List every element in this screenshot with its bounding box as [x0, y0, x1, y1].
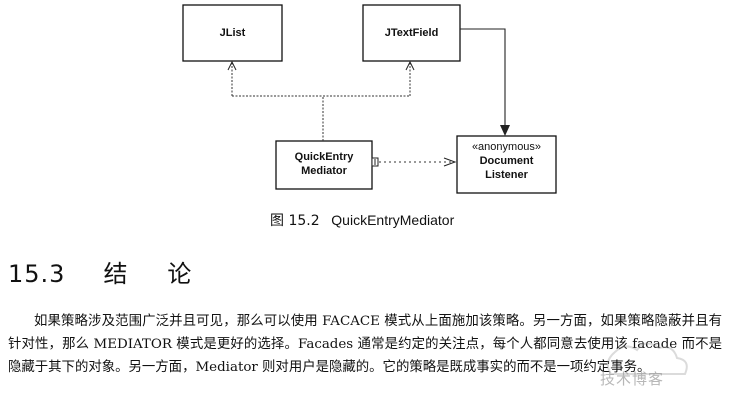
jtextfield-class-box — [362, 4, 461, 62]
listener-label-line2: Listener — [485, 169, 528, 181]
mediator-label-line1: QuickEntry — [294, 151, 354, 163]
figure-caption: 图 15.2 QuickEntryMediator — [270, 210, 454, 230]
jlist-label: JList — [219, 27, 246, 39]
mediator-class-box — [275, 140, 373, 190]
section-heading: 15.3 结论 — [8, 254, 231, 289]
listener-label: «anonymous» Document Listener — [457, 140, 556, 182]
listener-label-line1: Document — [479, 155, 534, 167]
listener-class-box — [456, 135, 557, 194]
mediator-associations — [231, 62, 411, 141]
watermark-text: 技术博客 — [600, 370, 665, 388]
figure-title: QuickEntryMediator — [331, 212, 455, 228]
class-diagram — [182, 4, 557, 194]
figure-number: 图 15.2 — [270, 213, 320, 229]
arrowhead-to-listener — [500, 125, 510, 136]
mediator-label: QuickEntry Mediator — [276, 150, 372, 178]
body-paragraph: 如果策略涉及范围广泛并且可见，那么可以使用 FACACE 模式从上面施加该策略。… — [8, 314, 722, 375]
composition-marker — [371, 157, 379, 167]
listener-stereotype: «anonymous» — [471, 141, 542, 153]
mediator-label-line2: Mediator — [301, 165, 347, 177]
arrowhead-to-jlist — [227, 60, 237, 71]
watermark-logo — [606, 342, 688, 375]
jlist-class-box — [182, 4, 283, 62]
jtextfield-label: JTextField — [384, 27, 439, 39]
jtextfield-listener-connector — [460, 28, 506, 133]
arrowhead-to-jtextfield — [405, 60, 415, 71]
section-number: 15.3 — [8, 260, 66, 288]
section-title: 结论 — [103, 260, 232, 288]
arrowhead-to-listener-dependency — [443, 157, 457, 167]
